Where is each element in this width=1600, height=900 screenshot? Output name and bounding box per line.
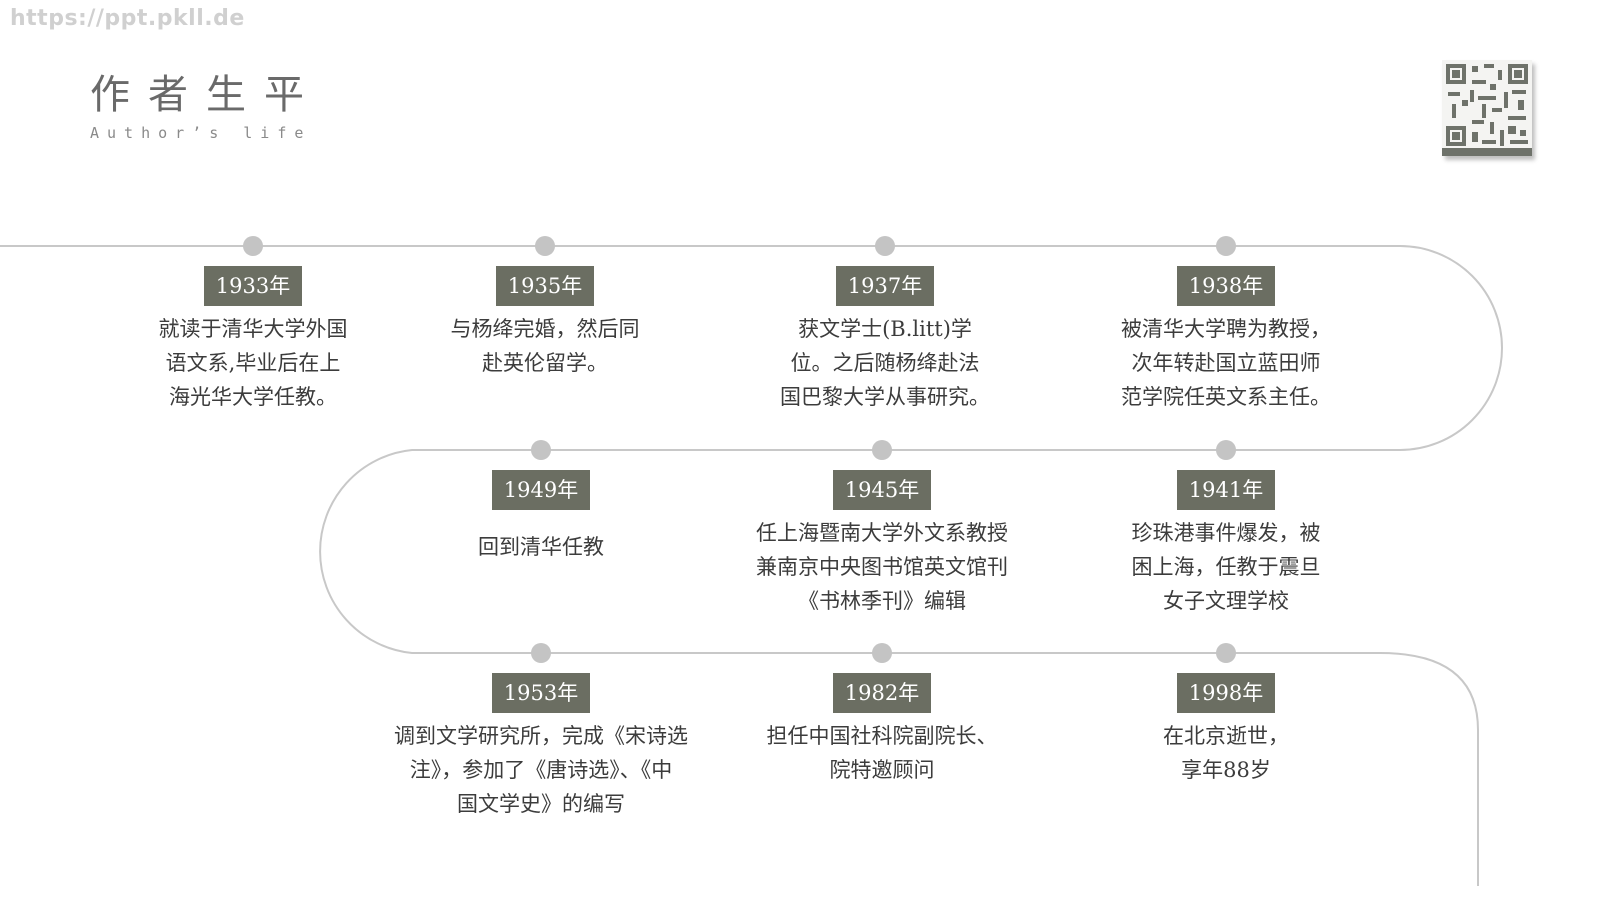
year-badge: 1937年 xyxy=(836,266,934,306)
year-badge: 1953年 xyxy=(492,673,590,713)
event-description: 被清华大学聘为教授， 次年转赴国立蓝田师 范学院任英文系主任。 xyxy=(1056,312,1396,414)
event-description: 担任中国社科院副院长、 院特邀顾问 xyxy=(712,719,1052,787)
timeline-node xyxy=(531,440,551,460)
timeline-node xyxy=(872,643,892,663)
event-description: 珍珠港事件爆发，被 困上海，任教于震旦 女子文理学校 xyxy=(1056,516,1396,618)
event-description: 与杨绛完婚，然后同 赴英伦留学。 xyxy=(375,312,715,380)
event-description: 调到文学研究所，完成《宋诗选 注》，参加了《唐诗选》、《中 国文学史》的编写 xyxy=(371,719,711,821)
year-badge: 1982年 xyxy=(833,673,931,713)
timeline-node xyxy=(1216,643,1236,663)
event-description: 回到清华任教 xyxy=(371,530,711,564)
year-badge: 1941年 xyxy=(1177,470,1275,510)
timeline-node xyxy=(535,236,555,256)
timeline-node xyxy=(1216,236,1236,256)
event-description: 任上海暨南大学外文系教授 兼南京中央图书馆英文馆刊 《书林季刊》编辑 xyxy=(712,516,1052,618)
timeline-node xyxy=(243,236,263,256)
event-description: 获文学士(B.litt)学 位。之后随杨绛赴法 国巴黎大学从事研究。 xyxy=(715,312,1055,414)
timeline-node xyxy=(875,236,895,256)
event-description: 在北京逝世， 享年88岁 xyxy=(1056,719,1396,787)
timeline-node xyxy=(1216,440,1236,460)
year-badge: 1998年 xyxy=(1177,673,1275,713)
year-badge: 1935年 xyxy=(496,266,594,306)
year-badge: 1938年 xyxy=(1177,266,1275,306)
year-badge: 1945年 xyxy=(833,470,931,510)
timeline-node xyxy=(872,440,892,460)
year-badge: 1949年 xyxy=(492,470,590,510)
event-description: 就读于清华大学外国 语文系,毕业后在上 海光华大学任教。 xyxy=(83,312,423,414)
year-badge: 1933年 xyxy=(204,266,302,306)
timeline-node xyxy=(531,643,551,663)
